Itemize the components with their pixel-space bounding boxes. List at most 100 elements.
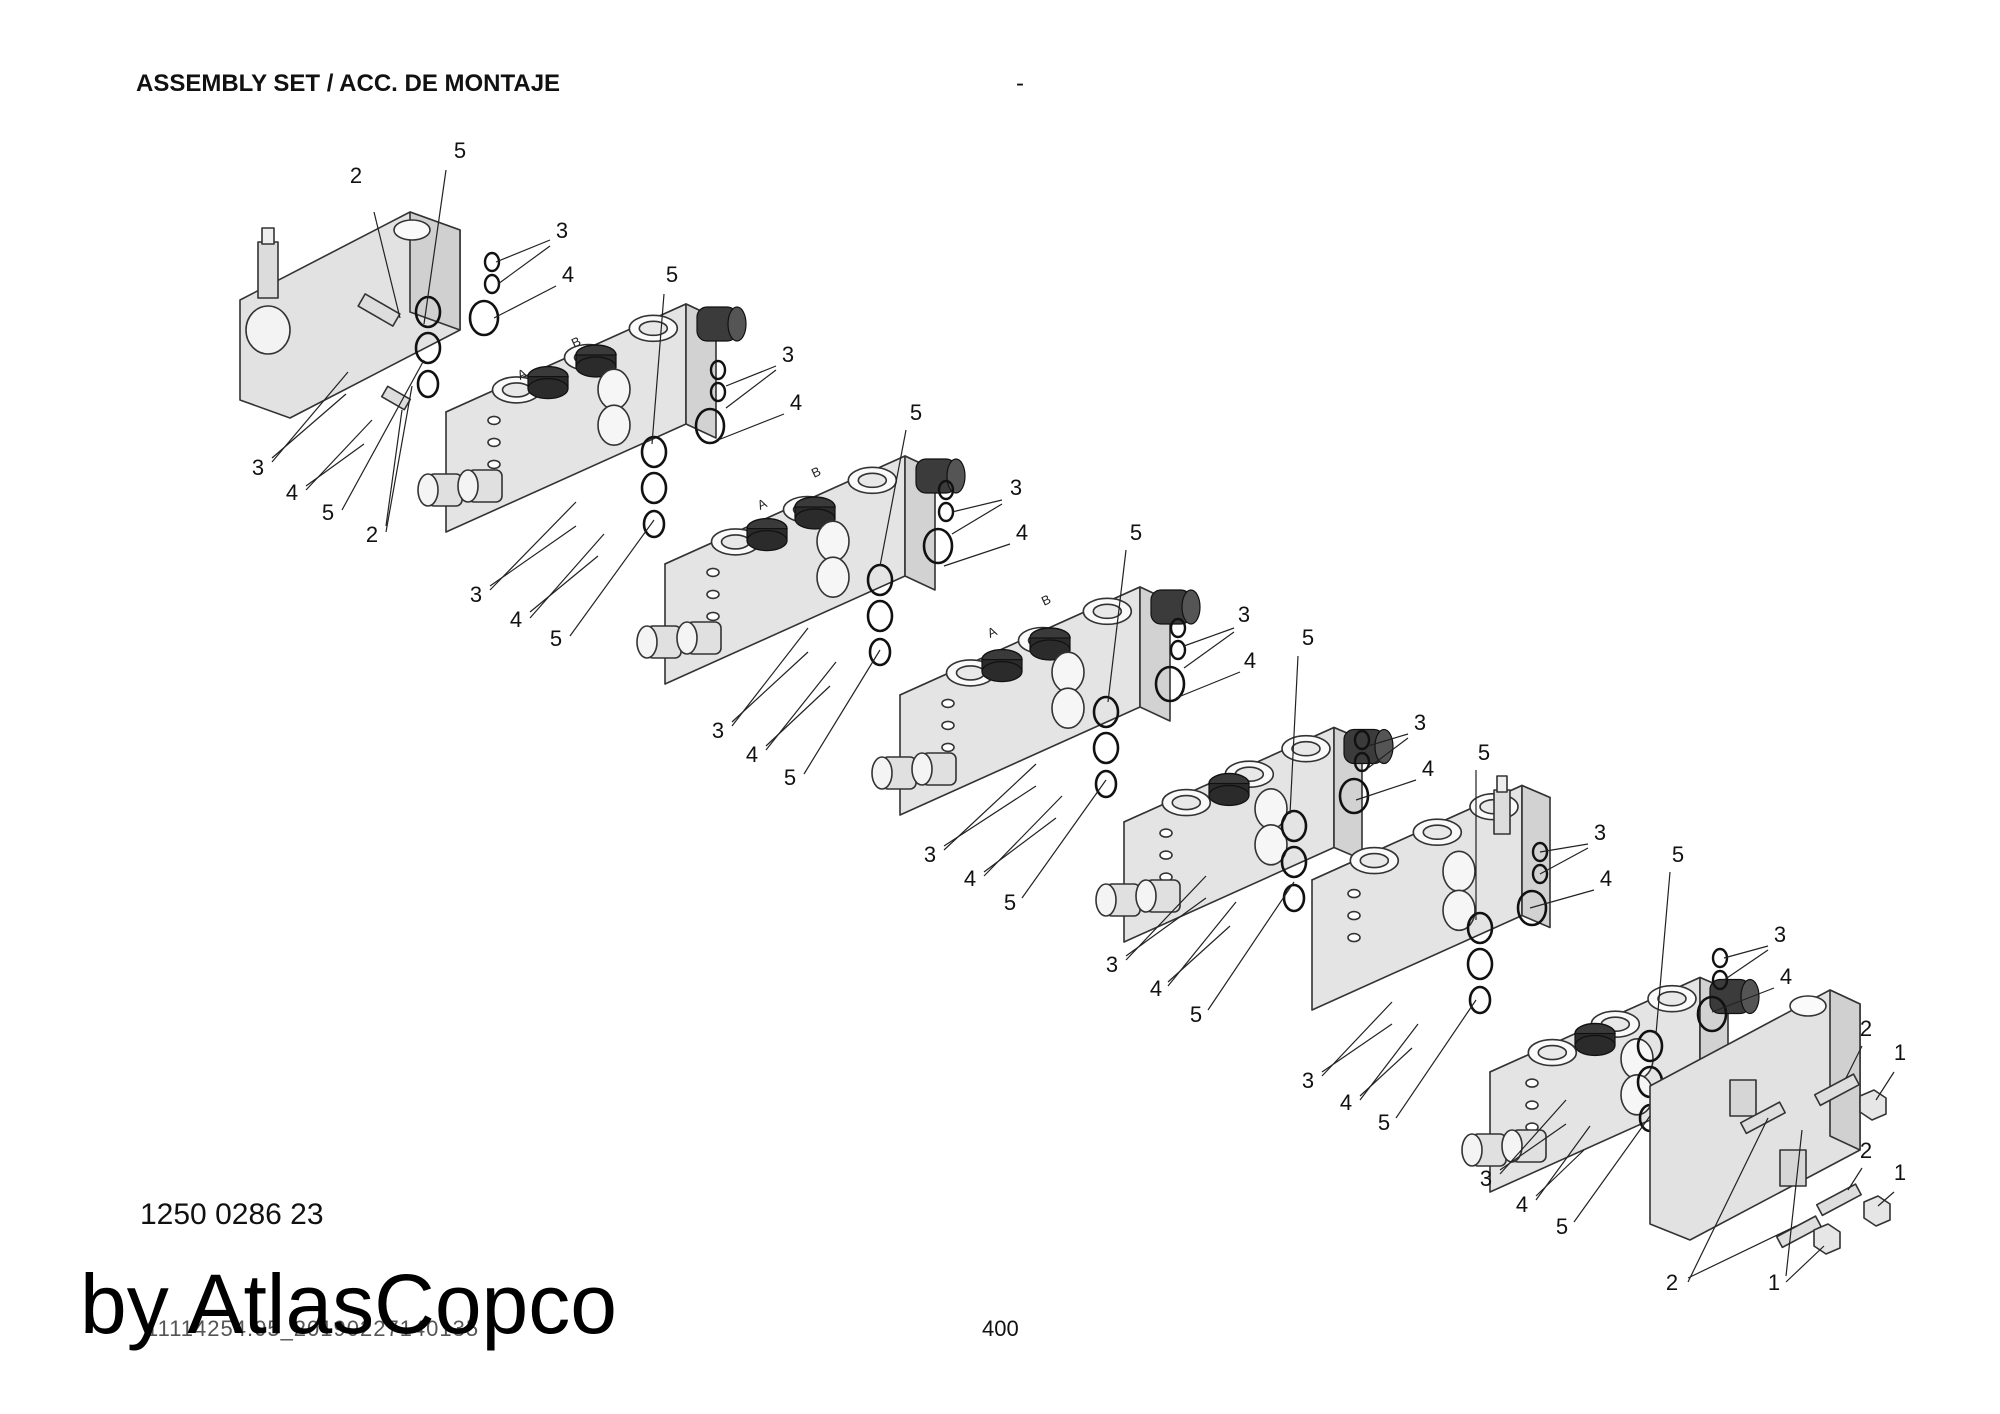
leader-line bbox=[1367, 737, 1409, 769]
callout-5: 5 bbox=[1672, 842, 1684, 867]
leader-line bbox=[385, 409, 403, 527]
bolt-hole bbox=[1525, 1078, 1539, 1088]
callout-4: 4 bbox=[1516, 1192, 1528, 1217]
leader-line bbox=[497, 245, 551, 285]
inlet-section bbox=[239, 211, 501, 419]
spool-cap-base bbox=[527, 378, 569, 400]
callout-4: 4 bbox=[1600, 866, 1612, 891]
callout-3: 3 bbox=[924, 842, 936, 867]
bolt-hole bbox=[1525, 1100, 1539, 1110]
document-code: 11114254.05_20190227140135 bbox=[146, 1316, 480, 1341]
callout-5: 5 bbox=[1130, 520, 1142, 545]
actuator-end bbox=[1181, 589, 1201, 625]
fitting-face bbox=[1135, 879, 1157, 913]
leader-line bbox=[489, 525, 577, 587]
callout-1: 1 bbox=[1894, 1160, 1906, 1185]
spool-mark-a: A bbox=[985, 623, 999, 640]
document-title: ASSEMBLY SET / ACC. DE MONTAJE bbox=[136, 70, 561, 97]
bolt-hole bbox=[1159, 828, 1173, 838]
leader-line bbox=[803, 649, 881, 775]
callout-2: 2 bbox=[350, 163, 362, 188]
port-bore bbox=[1537, 1044, 1568, 1061]
leader-line bbox=[1535, 1149, 1585, 1197]
leader-line bbox=[493, 285, 557, 319]
fitting-face bbox=[457, 469, 479, 503]
leader-line bbox=[1367, 733, 1409, 747]
side-bore bbox=[597, 368, 631, 411]
leader-line bbox=[385, 385, 413, 533]
leader-line bbox=[725, 365, 777, 387]
nut bbox=[1859, 1089, 1887, 1121]
leader-line bbox=[1723, 949, 1769, 981]
spool-cap-base bbox=[981, 660, 1023, 683]
fitting-face bbox=[1095, 883, 1117, 917]
outlet-section bbox=[1649, 989, 1891, 1255]
leader-line bbox=[1321, 1023, 1393, 1073]
leader-line bbox=[1125, 897, 1207, 957]
valve-section-4 bbox=[1095, 726, 1394, 943]
side-bore bbox=[1442, 889, 1476, 932]
callout-2: 2 bbox=[1860, 1138, 1872, 1163]
fitting-face bbox=[676, 621, 698, 655]
port-bore bbox=[1657, 990, 1687, 1007]
callout-5: 5 bbox=[322, 500, 334, 525]
leader-line bbox=[943, 543, 1011, 567]
callout-5: 5 bbox=[1302, 625, 1314, 650]
bolt-hole bbox=[941, 742, 955, 753]
callout-3: 3 bbox=[1010, 475, 1022, 500]
small-o-ring bbox=[709, 381, 727, 403]
o-ring bbox=[1280, 809, 1308, 843]
leader-line bbox=[983, 817, 1057, 873]
large-o-ring bbox=[1154, 665, 1186, 703]
leader-line bbox=[495, 239, 551, 263]
leader-line bbox=[1107, 549, 1127, 703]
leader-line bbox=[1573, 1115, 1651, 1223]
spool-mark-b: B bbox=[809, 463, 823, 480]
bolt-hole bbox=[487, 459, 501, 470]
leader-line bbox=[1539, 843, 1589, 853]
leader-line bbox=[1785, 1245, 1825, 1283]
o-ring bbox=[1094, 769, 1118, 799]
callout-4: 4 bbox=[1422, 756, 1434, 781]
o-ring bbox=[642, 509, 666, 539]
callout-4: 4 bbox=[562, 262, 574, 287]
actuator-end bbox=[1740, 978, 1760, 1015]
port-bore bbox=[857, 472, 888, 489]
leader-line bbox=[983, 795, 1063, 877]
callout-4: 4 bbox=[1150, 976, 1162, 1001]
top-port bbox=[393, 219, 431, 241]
leader-line bbox=[731, 651, 809, 723]
leader-line bbox=[1175, 671, 1241, 699]
valve-section-1 bbox=[417, 303, 747, 539]
small-o-ring bbox=[709, 359, 727, 381]
callout-3: 3 bbox=[1238, 602, 1250, 627]
bolt-hole bbox=[941, 720, 955, 731]
leader-line bbox=[1655, 871, 1671, 1035]
leader-line bbox=[651, 293, 665, 445]
side-bore bbox=[1442, 850, 1476, 893]
leader-line bbox=[1183, 627, 1235, 647]
port-bore bbox=[1092, 603, 1123, 620]
bolt-hole bbox=[1159, 850, 1173, 860]
callout-1: 1 bbox=[1768, 1270, 1780, 1295]
callout-3: 3 bbox=[712, 718, 724, 743]
small-o-ring bbox=[1711, 969, 1729, 991]
o-ring bbox=[1468, 985, 1492, 1015]
small-o-ring bbox=[483, 273, 501, 295]
leader-line bbox=[951, 503, 1003, 535]
port-bore bbox=[955, 665, 986, 681]
callout-5: 5 bbox=[1004, 890, 1016, 915]
callout-1: 1 bbox=[1894, 1040, 1906, 1065]
port-bore bbox=[1171, 794, 1202, 811]
o-ring bbox=[866, 599, 894, 633]
callout-3: 3 bbox=[252, 455, 264, 480]
o-ring bbox=[640, 471, 668, 505]
leader-line bbox=[529, 555, 599, 613]
port-bore bbox=[1291, 740, 1321, 757]
pressure-valve-stem bbox=[257, 241, 279, 299]
outlet-side bbox=[1829, 989, 1861, 1151]
large-o-ring bbox=[922, 527, 954, 565]
inlet-port bbox=[245, 305, 291, 355]
leader-line bbox=[765, 685, 831, 747]
pressure-valve-tip bbox=[261, 227, 275, 245]
